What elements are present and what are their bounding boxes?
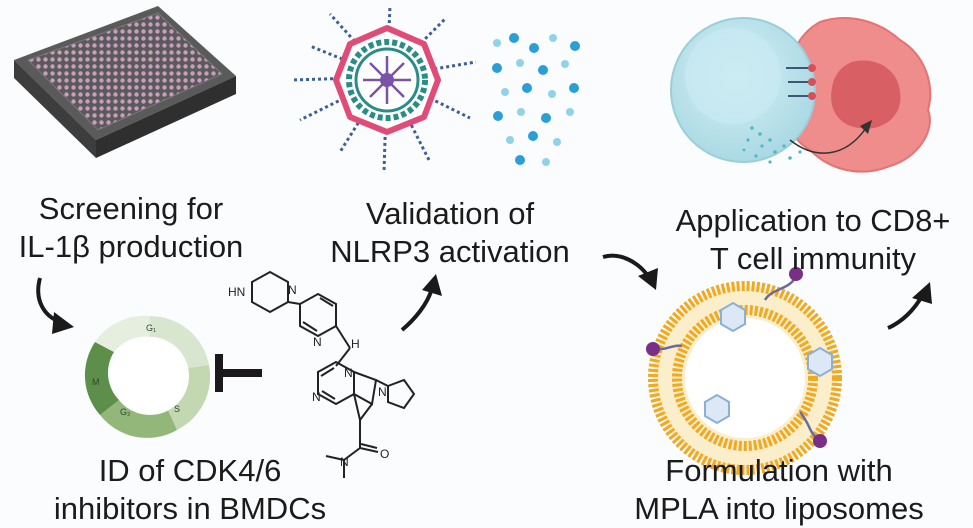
atom-label-n6: N bbox=[340, 455, 349, 469]
arrow-formulation-to-application bbox=[887, 282, 932, 330]
step-screening-label: Screening for IL-1β production bbox=[2, 190, 260, 266]
step-identification-line1: ID of CDK4/6 bbox=[98, 453, 282, 488]
cell-cycle-icon: G₁ S G₂ M bbox=[84, 315, 211, 438]
cdk-inhibitor-molecules-icon bbox=[704, 301, 833, 425]
atom-label-o: O bbox=[380, 447, 389, 461]
inflammasome-icon bbox=[333, 25, 441, 135]
step-formulation-label: Formulation with MPLA into liposomes bbox=[618, 452, 940, 528]
phase-g1-label: G₁ bbox=[146, 323, 156, 333]
step-formulation-line2: MPLA into liposomes bbox=[634, 491, 924, 526]
inhibition-icon bbox=[215, 354, 262, 392]
phase-s-label: S bbox=[174, 404, 180, 414]
step-validation-label: Validation of NLRP3 activation bbox=[300, 195, 600, 271]
step-application-line2: T cell immunity bbox=[709, 241, 917, 276]
structure-atom-labels: HN N N H N N N O N bbox=[228, 283, 389, 469]
phase-m-label: M bbox=[92, 377, 100, 387]
step-identification-line2: inhibitors in BMDCs bbox=[53, 491, 327, 526]
atom-label-n2: N bbox=[313, 335, 322, 349]
step-validation-line1: Validation of bbox=[365, 196, 535, 231]
liposome-icon bbox=[648, 281, 842, 475]
step-application-line1: Application to CD8+ bbox=[675, 203, 951, 238]
atom-label-n5: N bbox=[378, 385, 387, 399]
cytotoxic-granules-icon bbox=[742, 126, 802, 164]
atom-label-hn: HN bbox=[228, 285, 245, 299]
atom-label-h: H bbox=[351, 337, 360, 351]
microplate-icon bbox=[14, 6, 236, 158]
atom-label-n3: N bbox=[312, 390, 321, 404]
tumor-cell-icon bbox=[785, 17, 932, 173]
mpla-heads-icon bbox=[646, 267, 827, 448]
step-identification-label: ID of CDK4/6 inhibitors in BMDCs bbox=[40, 452, 340, 528]
il1b-particles-icon bbox=[492, 33, 580, 166]
step-application-label: Application to CD8+ T cell immunity bbox=[655, 202, 971, 278]
granule-release-arrow bbox=[789, 127, 867, 154]
step-screening-line1: Screening for bbox=[38, 191, 224, 226]
cdk-inhibitor-structure-icon bbox=[251, 270, 416, 478]
granule-release-arrowhead bbox=[860, 120, 872, 134]
step-screening-line2: IL-1β production bbox=[18, 229, 244, 264]
arrow-screening-to-id bbox=[36, 277, 74, 334]
step-validation-line2: NLRP3 activation bbox=[330, 234, 570, 269]
phase-g2-label: G₂ bbox=[120, 407, 131, 417]
t-cell-icon bbox=[670, 17, 816, 163]
tcr-mhc-contacts-icon bbox=[786, 64, 816, 100]
arrow-validation-to-formulation bbox=[602, 253, 658, 290]
atom-label-n4: N bbox=[344, 366, 353, 380]
step-formulation-line1: Formulation with bbox=[665, 453, 893, 488]
atom-label-n1: N bbox=[288, 283, 297, 297]
arrow-id-to-validation bbox=[400, 274, 442, 332]
